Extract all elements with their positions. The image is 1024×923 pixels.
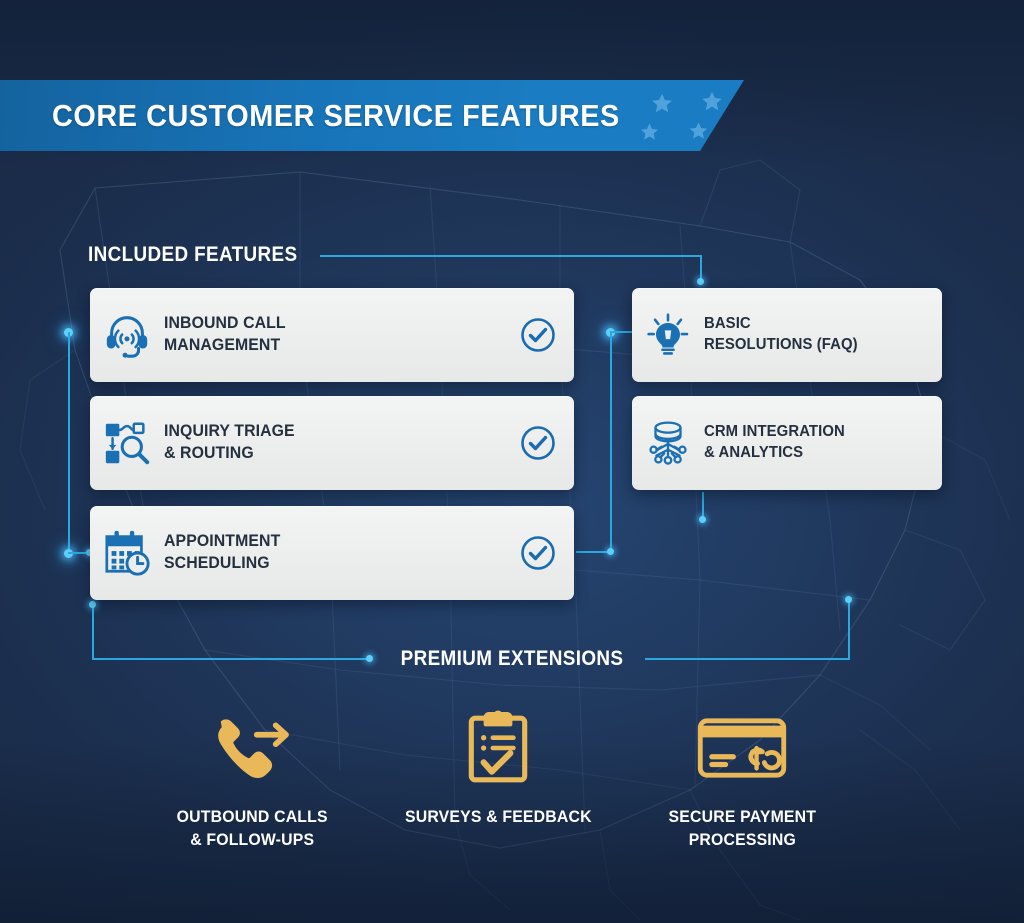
- phone-outgoing-icon: [211, 706, 293, 790]
- routing-flow-search-icon: [90, 418, 164, 468]
- feature-title-line-2: MANAGEMENT: [164, 336, 281, 354]
- connector-dot: [86, 549, 93, 556]
- premium-item-surveys-feedback[interactable]: SURVEYS & FEEDBACK: [368, 706, 628, 829]
- connector-dot: [697, 278, 704, 285]
- connector-dot: [89, 601, 96, 608]
- headset-icon: [90, 310, 164, 360]
- feature-title-line-1: BASIC: [704, 315, 751, 333]
- connector-dot: [366, 655, 373, 662]
- clipboard-check-icon: [465, 706, 531, 790]
- feature-card-title: INBOUND CALL MANAGEMENT: [164, 313, 488, 357]
- feature-card-appointment-scheduling[interactable]: APPOINTMENT SCHEDULING: [90, 506, 574, 600]
- premium-item-label: OUTBOUND CALLS & FOLLOW-UPS: [176, 807, 328, 849]
- connector-left-to-divider: [92, 604, 94, 659]
- premium-extensions-label: PREMIUM EXTENSIONS: [400, 647, 624, 670]
- premium-item-outbound-calls[interactable]: OUTBOUND CALLS & FOLLOW-UPS: [122, 706, 382, 851]
- feature-card-basic-resolutions-faq[interactable]: BASIC RESOLUTIONS (FAQ): [632, 288, 942, 382]
- divider-line-left: [92, 658, 370, 660]
- feature-card-title: INQUIRY TRIAGE & ROUTING: [164, 421, 488, 465]
- credit-card-icon: [696, 706, 788, 790]
- lightbulb-icon: [632, 311, 704, 359]
- star-icon: [650, 92, 674, 116]
- feature-title-line-2: & ANALYTICS: [704, 444, 804, 461]
- database-network-icon: [632, 418, 704, 468]
- included-features-label: INCLUDED FEATURES: [88, 243, 298, 266]
- feature-card-title: CRM INTEGRATION & ANALYTICS: [704, 422, 932, 463]
- star-icon: [700, 90, 724, 114]
- feature-title-line-1: INBOUND CALL: [164, 314, 286, 333]
- premium-item-label: SECURE PAYMENT PROCESSING: [668, 807, 816, 849]
- feature-title-line-1: INQUIRY TRIAGE: [164, 422, 295, 441]
- premium-item-secure-payment[interactable]: SECURE PAYMENT PROCESSING: [612, 706, 872, 851]
- feature-title-line-1: APPOINTMENT: [164, 532, 281, 551]
- feature-card-inbound-call-management[interactable]: INBOUND CALL MANAGEMENT: [90, 288, 574, 382]
- feature-title-line-1: CRM INTEGRATION: [704, 423, 845, 441]
- feature-card-title: APPOINTMENT SCHEDULING: [164, 531, 488, 575]
- connector-middle-stub-bottom: [576, 551, 612, 553]
- page-title: CORE CUSTOMER SERVICE FEATURES: [52, 97, 620, 133]
- check-circle-icon: [502, 534, 574, 572]
- connector-dot: [607, 548, 614, 555]
- connector-middle-rail: [610, 331, 612, 553]
- connector-dot: [699, 516, 706, 523]
- feature-title-line-2: & ROUTING: [164, 444, 254, 462]
- star-icon: [688, 121, 709, 142]
- feature-card-title: BASIC RESOLUTIONS (FAQ): [704, 314, 932, 355]
- connector-included-down: [700, 255, 702, 285]
- calendar-clock-icon: [90, 528, 164, 578]
- check-circle-icon: [502, 316, 574, 354]
- feature-card-inquiry-triage-routing[interactable]: INQUIRY TRIAGE & ROUTING: [90, 396, 574, 490]
- connector-dot: [845, 596, 852, 603]
- connector-crm-down: [702, 492, 704, 519]
- premium-item-label: SURVEYS & FEEDBACK: [404, 807, 592, 826]
- divider-line-right: [645, 658, 850, 660]
- header-banner: CORE CUSTOMER SERVICE FEATURES: [0, 80, 744, 151]
- star-icon: [639, 122, 660, 143]
- connector-included-horizontal: [320, 255, 702, 257]
- check-circle-icon: [502, 424, 574, 462]
- feature-title-line-2: SCHEDULING: [164, 554, 270, 572]
- connector-left-rail: [68, 332, 70, 554]
- feature-title-line-2: RESOLUTIONS (FAQ): [704, 336, 858, 353]
- connector-left-stub: [68, 552, 92, 554]
- connector-middle-stub-top: [610, 331, 634, 333]
- feature-card-crm-integration-analytics[interactable]: CRM INTEGRATION & ANALYTICS: [632, 396, 942, 490]
- connector-right-to-divider: [848, 600, 850, 658]
